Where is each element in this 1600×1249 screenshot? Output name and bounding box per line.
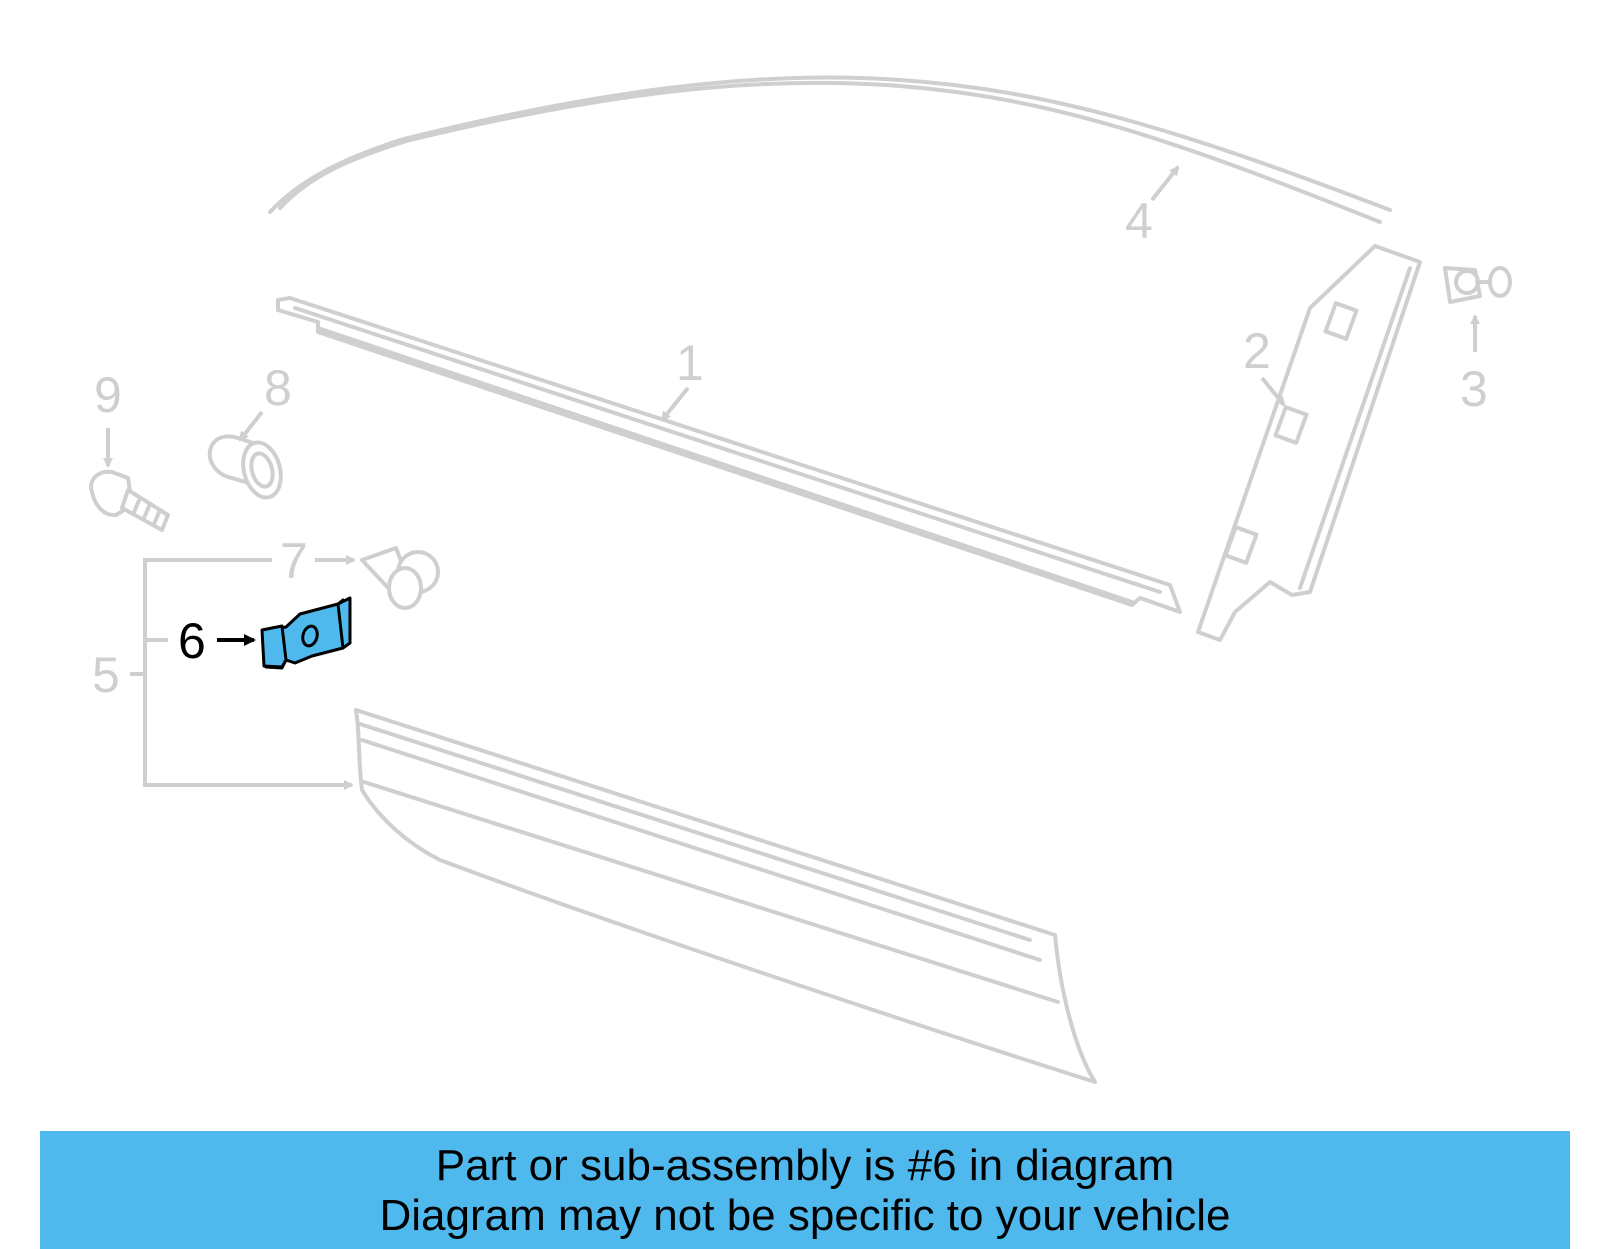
callout-5: 5: [92, 647, 120, 703]
part-5-door-molding: [354, 708, 1097, 1084]
callout-8: 8: [264, 360, 292, 416]
banner-line-1: Part or sub-assembly is #6 in diagram: [435, 1141, 1175, 1190]
banner-line-2: Diagram may not be specific to your vehi…: [379, 1191, 1231, 1240]
leader-1: [660, 386, 690, 422]
part-7-retainer: [360, 546, 440, 610]
part-8-grommet: [207, 434, 283, 500]
callout-3: 3: [1460, 361, 1488, 417]
part-4-roof-molding: [268, 75, 1392, 224]
leader-4: [1150, 165, 1180, 202]
callout-9: 9: [94, 367, 122, 423]
callout-4: 4: [1125, 193, 1153, 249]
info-banner: Part or sub-assembly is #6 in diagram Di…: [40, 1131, 1570, 1249]
bracket-5: [130, 558, 354, 790]
callout-6: 6: [178, 613, 206, 669]
leader-8: [238, 410, 264, 442]
part-2-frame-molding: [1196, 244, 1422, 642]
part-9-screw: [89, 469, 170, 532]
part-3-clip: [1443, 266, 1512, 304]
part-6-clip: [260, 596, 352, 670]
callout-1: 1: [676, 335, 704, 391]
callout-2: 2: [1243, 323, 1271, 379]
leader-2: [1260, 376, 1286, 407]
part-1-belt-molding: [276, 296, 1182, 614]
callout-7: 7: [280, 533, 308, 589]
